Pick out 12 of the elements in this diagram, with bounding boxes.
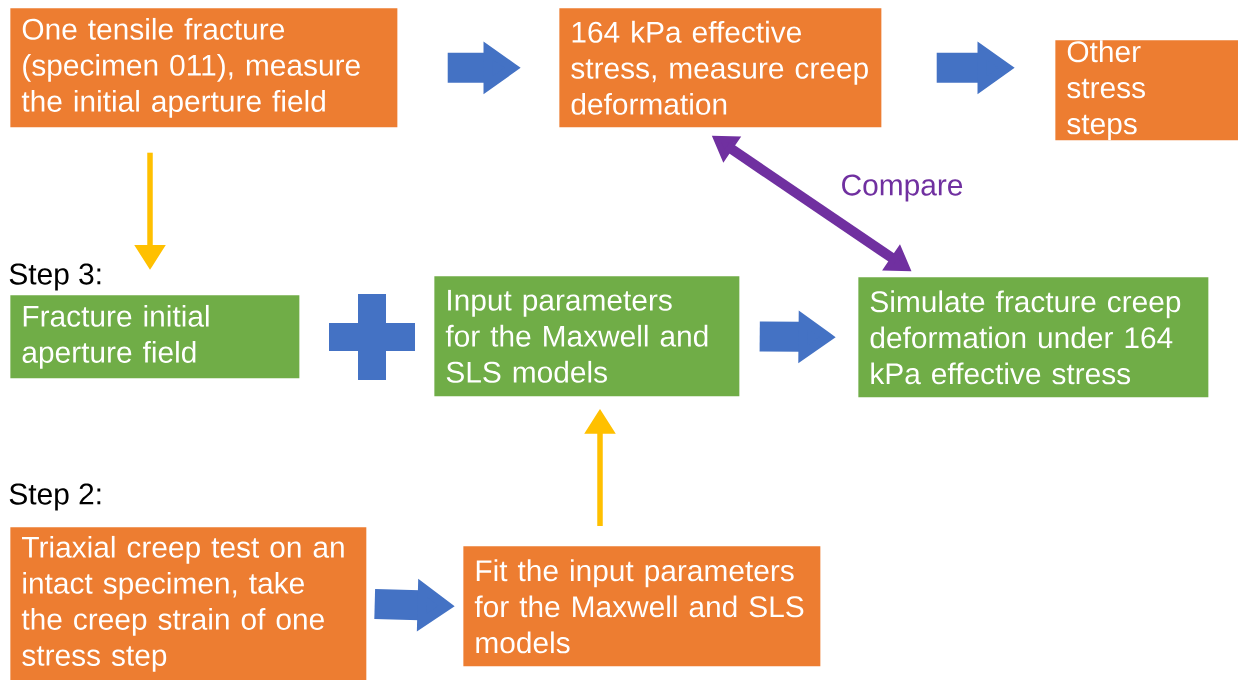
process-box: Simulate fracture creep deformation under 164 kPa effective stress bbox=[858, 277, 1209, 398]
process-box: One tensile fracture (specimen 011), measure the initial aperture field bbox=[10, 8, 398, 128]
process-box: Input parameters for the Maxwell and SLS models bbox=[434, 276, 740, 397]
plus-sign bbox=[329, 294, 415, 380]
step-label: Step 2: bbox=[9, 483, 101, 511]
process-box: 164 kPa effective stress, measure creep deformation bbox=[559, 8, 882, 128]
step-label: Step 3: bbox=[9, 263, 101, 291]
edge-label: Compare bbox=[838, 172, 966, 204]
process-box: Triaxial creep test on an intact specimen, take the creep strain of one stress step bbox=[10, 527, 367, 680]
process-box: Fracture initial aperture field bbox=[10, 295, 300, 379]
process-box: Other stress steps bbox=[1055, 40, 1238, 141]
process-box: Fit the input parameters for the Maxwell and SLS models bbox=[463, 546, 821, 667]
